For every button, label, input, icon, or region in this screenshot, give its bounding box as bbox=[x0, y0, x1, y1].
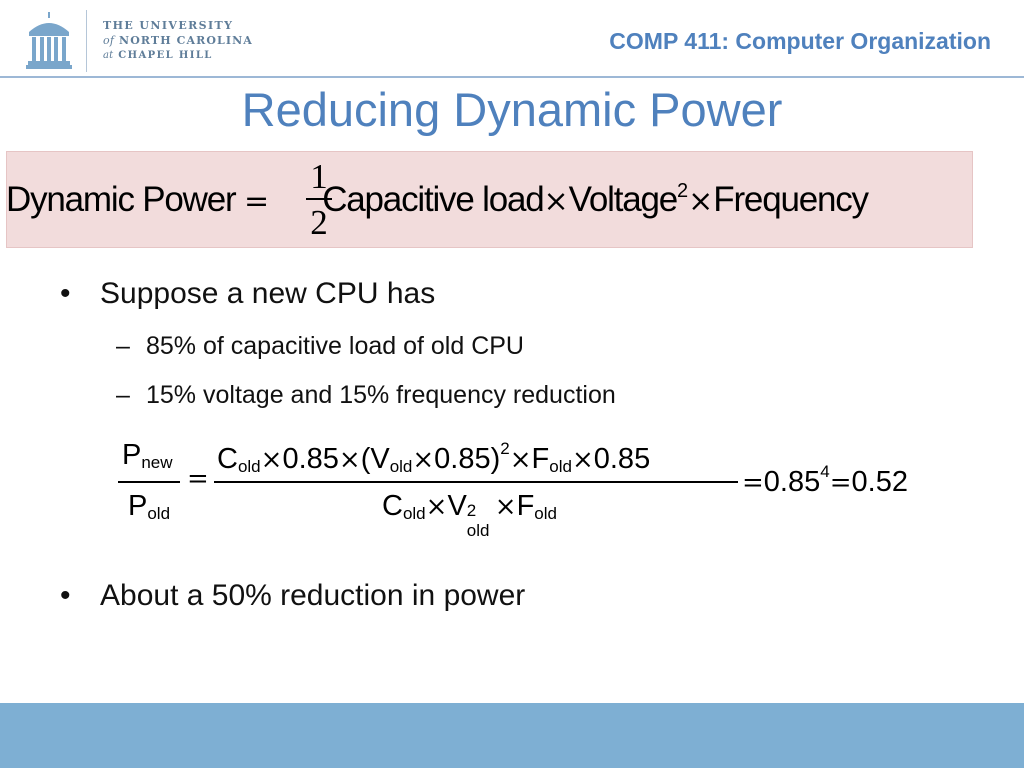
course-title: COMP 411: Computer Organization bbox=[609, 28, 991, 54]
logo-line-3: at CHAPEL HILL bbox=[103, 50, 213, 61]
big-fraction-numerator: Cold×0.85×(Vold×0.85)2×Fold×0.85 bbox=[217, 439, 651, 476]
equation-result: =0.854=0.52 bbox=[742, 462, 908, 498]
formula-voltage: Voltage bbox=[568, 180, 679, 219]
old-well-icon bbox=[26, 12, 72, 69]
footer-bar bbox=[0, 703, 1024, 768]
logo-divider bbox=[86, 10, 87, 72]
ratio-numerator: Pnew bbox=[122, 439, 173, 472]
big-fraction-bar bbox=[214, 481, 738, 483]
formula-times-2: × bbox=[688, 184, 714, 219]
formula-frequency: Frequency bbox=[713, 180, 869, 219]
subbullet-capacitive-load: –85% of capacitive load of old CPU bbox=[116, 332, 524, 360]
ratio-denominator: Pold bbox=[128, 490, 171, 523]
bullet-suppose: •Suppose a new CPU has bbox=[60, 277, 436, 310]
subbullet-voltage-frequency: –15% voltage and 15% frequency reduction bbox=[116, 381, 616, 409]
formula-voltage-exponent: 2 bbox=[677, 180, 689, 202]
slide-title: Reducing Dynamic Power bbox=[241, 83, 783, 136]
formula-times-1: × bbox=[543, 184, 569, 219]
university-name: THE UNIVERSITY of NORTH CAROLINA at CHAP… bbox=[103, 18, 253, 63]
formula-one-half: 1 2 bbox=[305, 158, 333, 242]
bullet-conclusion: •About a 50% reduction in power bbox=[60, 579, 526, 612]
equation-equals-1: = bbox=[187, 464, 209, 494]
half-numerator: 1 bbox=[310, 157, 328, 196]
half-denominator: 2 bbox=[310, 203, 328, 242]
formula-capacitive-load: Capacitive load bbox=[322, 180, 545, 219]
dynamic-power-formula: Dynamic Power = Capacitive load×Voltage2… bbox=[6, 180, 869, 220]
logo-line-1: THE UNIVERSITY bbox=[103, 19, 234, 32]
formula-equals: = bbox=[244, 184, 270, 219]
header-rule bbox=[0, 76, 1024, 78]
half-fraction-bar bbox=[306, 198, 332, 200]
university-logo bbox=[26, 12, 276, 72]
ratio-fraction-bar bbox=[118, 481, 180, 483]
dynamic-power-formula-box bbox=[6, 151, 973, 248]
logo-line-2: of NORTH CAROLINA bbox=[103, 34, 253, 47]
formula-lhs: Dynamic Power bbox=[6, 180, 237, 219]
